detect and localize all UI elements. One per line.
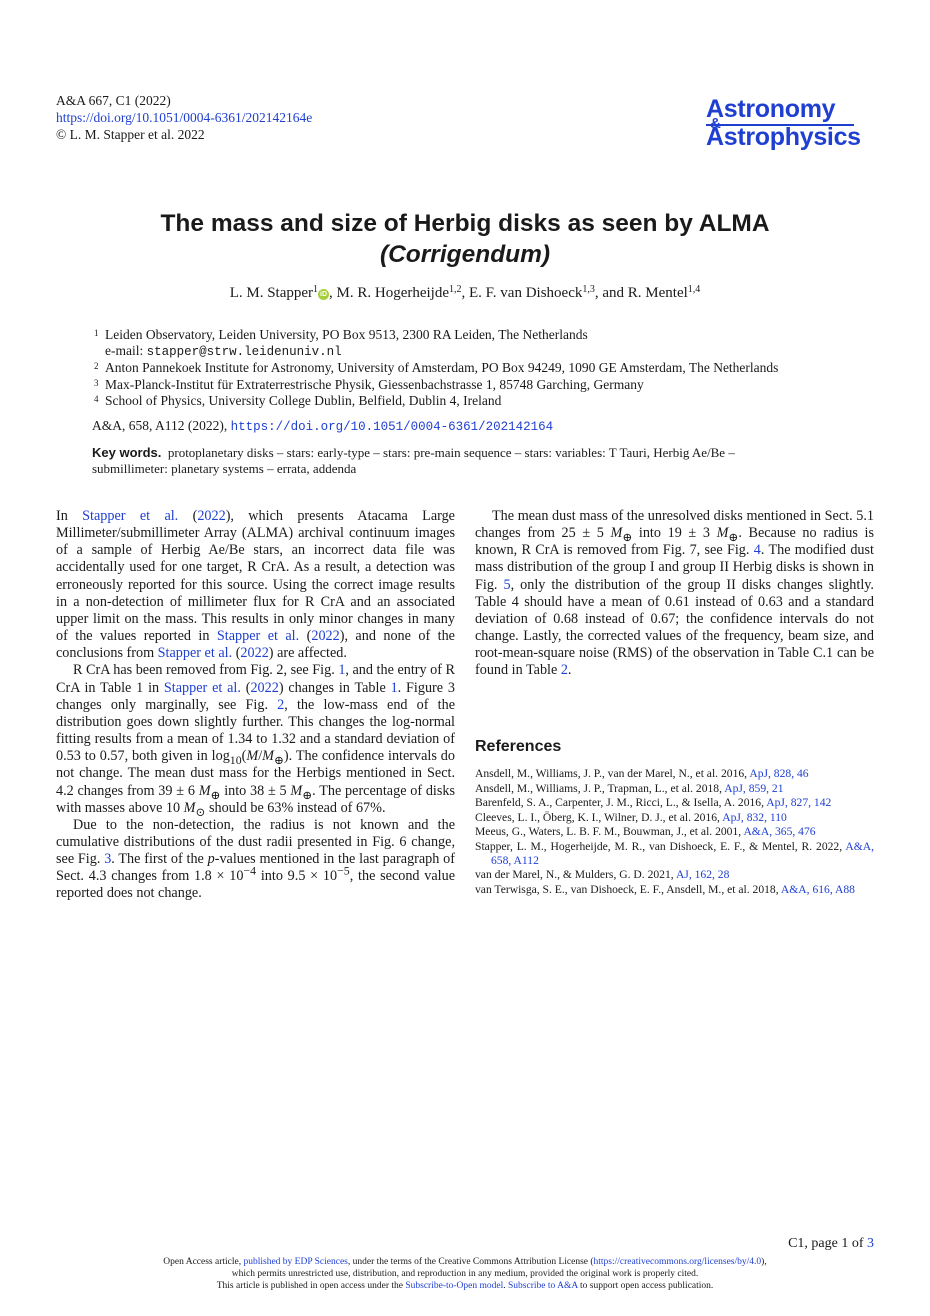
original-doi-link[interactable]: https://doi.org/10.1051/0004-6361/202142…: [230, 420, 554, 434]
keywords-label: Key words.: [92, 445, 162, 460]
original-article-citation: A&A, 658, A112 (2022), https://doi.org/1…: [92, 418, 554, 434]
author-affiliation: 1,2: [449, 284, 462, 295]
paragraph: In Stapper et al. (2022), which presents…: [56, 508, 455, 662]
citation-link[interactable]: Stapper et al.: [82, 508, 179, 524]
reference-item: Ansdell, M., Williams, J. P., Trapman, L…: [475, 781, 784, 795]
author-affiliation: 1,4: [687, 284, 701, 295]
citation-year-link[interactable]: 2022: [250, 679, 279, 696]
figure-link[interactable]: 2: [277, 696, 285, 713]
references-heading: References: [475, 738, 562, 755]
title-main: The mass and size of Herbig disks as see…: [160, 210, 770, 237]
citation-link[interactable]: Stapper et al.: [216, 628, 300, 645]
footer-line: This article is published in open access…: [216, 1281, 714, 1291]
citation-link[interactable]: Stapper et al.: [157, 645, 233, 662]
figure-link[interactable]: 3: [104, 851, 112, 868]
citation-year-link[interactable]: 2022: [311, 628, 340, 645]
keywords-text: protoplanetary disks – stars: early-type…: [92, 445, 735, 476]
paragraph: The mean dust mass of the unresolved dis…: [475, 508, 874, 679]
reference-link[interactable]: ApJ, 827, 142: [766, 796, 832, 809]
license-link[interactable]: https://creativecommons.org/licenses/by/…: [593, 1257, 762, 1267]
open-access-footer: Open Access article, published by EDP Sc…: [0, 1256, 930, 1292]
affiliation-email: e-mail: stapper@strw.leidenuniv.nl: [105, 343, 342, 360]
body-column-left: In Stapper et al. (2022), which presents…: [56, 508, 455, 903]
reference-item: Meeus, G., Waters, L. B. F. M., Bouwman,…: [475, 825, 816, 838]
table-link[interactable]: 2: [560, 662, 568, 679]
figure-link[interactable]: 5: [503, 576, 511, 593]
page-total-link[interactable]: 3: [867, 1236, 874, 1251]
author-affiliation: 1: [313, 284, 319, 295]
publisher-link[interactable]: published by EDP Sciences: [243, 1257, 348, 1267]
citation-year-link[interactable]: 2022: [240, 645, 269, 662]
figure-link[interactable]: 1: [338, 662, 346, 679]
logo-rule: [706, 124, 854, 126]
logo-astrophysics: Astrophysics: [706, 123, 861, 151]
title-subtitle: (Corrigendum): [379, 241, 551, 268]
reference-item: Cleeves, L. I., Öberg, K. I., Wilner, D.…: [475, 810, 787, 824]
reference-item: Barenfeld, S. A., Carpenter, J. M., Ricc…: [475, 796, 832, 809]
article-title: The mass and size of Herbig disks as see…: [0, 208, 930, 270]
logo-astronomy: Astronomy: [706, 95, 836, 123]
footer-line: which permits unrestricted use, distribu…: [231, 1269, 699, 1279]
logo-ampersand: &: [710, 116, 721, 131]
article-header: A&A 667, C1 (2022) https://doi.org/10.10…: [56, 92, 312, 143]
reference-link[interactable]: ApJ, 859, 21: [724, 781, 784, 795]
journal-reference: A&A 667, C1 (2022): [56, 93, 171, 108]
footer-line: Open Access article, published by EDP Sc…: [163, 1257, 767, 1267]
copyright-line: © L. M. Stapper et al. 2022: [56, 127, 205, 142]
keywords: Key words. protoplanetary disks – stars:…: [92, 445, 792, 477]
reference-link[interactable]: ApJ, 828, 46: [749, 767, 809, 780]
journal-logo[interactable]: Astronomy & Astrophysics: [706, 96, 876, 156]
author-name: M. R. Hogerheijde: [336, 285, 449, 301]
references-list: Ansdell, M., Williams, J. P., van der Ma…: [475, 767, 874, 897]
subscribe-link[interactable]: Subscribe to A&A: [508, 1281, 578, 1291]
reference-item: Ansdell, M., Williams, J. P., van der Ma…: [475, 767, 809, 780]
reference-link[interactable]: A&A, 365, 476: [743, 825, 816, 838]
author-name: E. F. van Dishoeck: [469, 285, 583, 301]
paragraph: Due to the non-detection, the radius is …: [56, 816, 456, 902]
body-column-right: The mean dust mass of the unresolved dis…: [475, 508, 874, 680]
reference-link[interactable]: AJ, 162, 28: [675, 868, 730, 881]
reference-item: Stapper, L. M., Hogerheijde, M. R., van …: [475, 839, 874, 867]
author-name: L. M. Stapper: [229, 285, 314, 301]
figure-link[interactable]: 4: [753, 542, 761, 559]
reference-link[interactable]: ApJ, 832, 110: [722, 810, 787, 824]
doi-link[interactable]: https://doi.org/10.1051/0004-6361/202142…: [56, 110, 313, 125]
s2o-link[interactable]: Subscribe-to-Open model: [405, 1281, 504, 1291]
reference-link[interactable]: A&A, 616, A88: [780, 882, 855, 896]
table-link[interactable]: 1: [390, 679, 398, 696]
page-number: C1, page 1 of 3: [788, 1236, 874, 1251]
citation-link[interactable]: Stapper et al.: [163, 679, 241, 696]
reference-item: van der Marel, N., & Mulders, G. D. 2021…: [475, 868, 730, 881]
author-affiliation: 1,3: [582, 284, 595, 295]
paragraph: R CrA has been removed from Fig. 2, see …: [56, 662, 456, 819]
reference-item: van Terwisga, S. E., van Dishoeck, E. F.…: [475, 882, 855, 896]
reference-link[interactable]: A&A, 658, A112: [491, 839, 874, 867]
email-link[interactable]: stapper@strw.leidenuniv.nl: [146, 345, 342, 360]
citation-year-link[interactable]: 2022: [197, 508, 226, 524]
author-name: R. Mentel: [627, 285, 688, 301]
orcid-icon[interactable]: iD: [318, 289, 330, 300]
